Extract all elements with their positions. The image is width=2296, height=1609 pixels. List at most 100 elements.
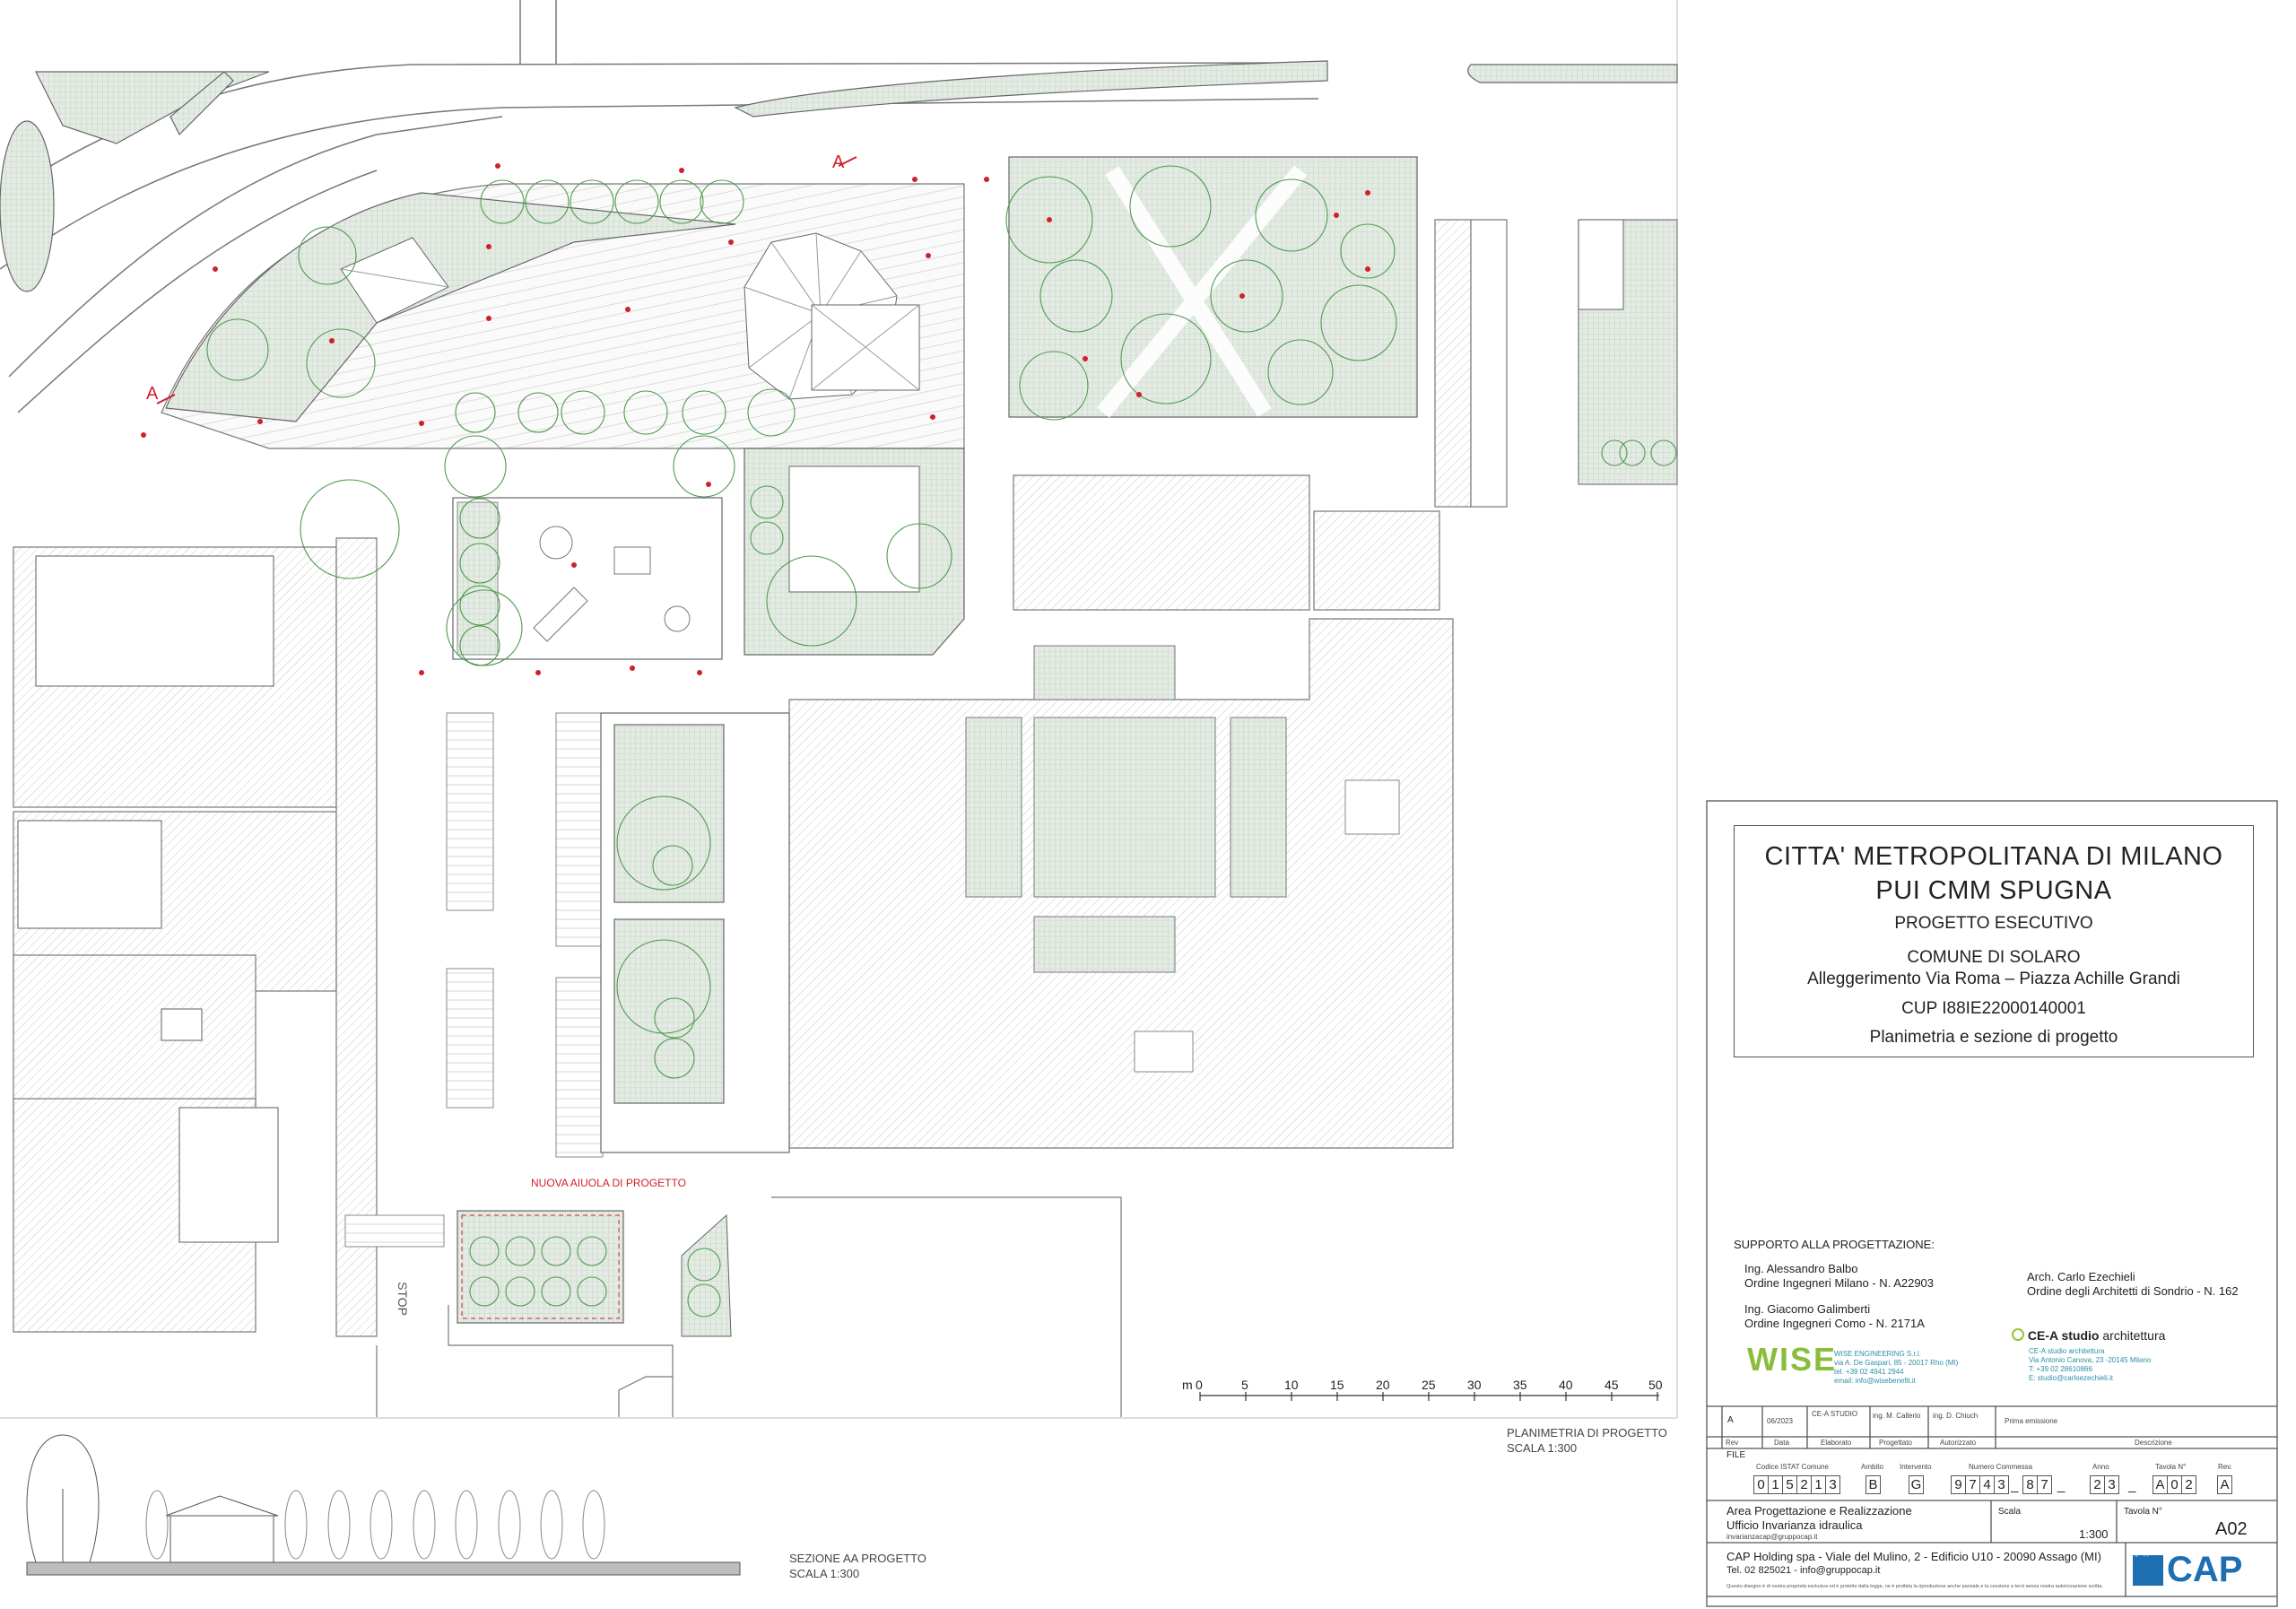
cea-phone: T: +39 02 28610866 (2029, 1365, 2092, 1373)
code-separator: _ (2011, 1478, 2019, 1493)
cea-logo-icon (2012, 1328, 2024, 1341)
office-unit: Ufficio Invarianza idraulica (1726, 1518, 1863, 1532)
cup-code: CUP I88IE22000140001 (1901, 999, 2086, 1018)
ambito-header: Ambito (1861, 1463, 1883, 1471)
code-digit: 0 (1753, 1475, 1769, 1494)
rev-code-header: Rev. (2218, 1463, 2232, 1471)
rev-value: A (1727, 1415, 1734, 1425)
ambito-code: B (1866, 1475, 1881, 1494)
anno-header: Anno (2092, 1463, 2109, 1471)
rev-autorizzato: ing. D. Chiuch (1933, 1412, 1979, 1420)
architect-name: Arch. Carlo Ezechieli (2027, 1270, 2135, 1283)
progettato-header: Progettato (1879, 1439, 1912, 1447)
garden-house (340, 237, 449, 324)
scale-unit: m (1182, 1378, 1193, 1392)
elaborato-header: Elaborato (1821, 1439, 1852, 1447)
trees (206, 165, 1677, 1318)
commessa-header: Numero Commessa (1969, 1463, 2033, 1471)
sheet-label: Tavola N° (2124, 1507, 2162, 1517)
new-flower-bed (457, 1210, 624, 1324)
istat-header: Codice ISTAT Comune (1756, 1463, 1829, 1471)
project-phase: PROGETTO ESECUTIVO (1894, 914, 2093, 933)
file-label: FILE (1726, 1450, 1746, 1460)
code-separator: _ (2128, 1478, 2136, 1493)
cea-email: E: studio@carloezechieli.it (2029, 1374, 2113, 1382)
code-digit: 2 (2181, 1475, 2196, 1494)
cea-logo: CE-A studio architettura (2012, 1328, 2165, 1343)
road-median (734, 60, 1328, 117)
code-digit: 3 (2104, 1475, 2119, 1494)
cap-logo-small: gruppo (2135, 1551, 2154, 1557)
section-aa (26, 1434, 741, 1576)
section-marker-left: A (146, 384, 159, 404)
cea-logo-rest: architettura (2102, 1328, 2166, 1343)
sheet-number: A02 (2215, 1519, 2248, 1539)
church-building (744, 232, 920, 400)
code-digit: 9 (1951, 1475, 1966, 1494)
section-marker-right: A (832, 152, 845, 172)
triangle-island (681, 1213, 732, 1337)
spot-elevations (141, 163, 1370, 675)
drawing-title: Planimetria e sezione di progetto (1869, 1028, 2118, 1047)
office-area: Area Progettazione e Realizzazione (1726, 1504, 1912, 1518)
wise-company: WISE ENGINEERING S.r.l. (1834, 1350, 1921, 1358)
scale-value: 1:300 (2079, 1527, 2109, 1541)
code-digit: 3 (1825, 1475, 1840, 1494)
rev-progettato: ing. M. Callerio (1873, 1412, 1921, 1420)
program-name: PUI CMM SPUGNA (1875, 876, 2112, 905)
code-digit: 5 (1782, 1475, 1797, 1494)
code-digit: 7 (1965, 1475, 1980, 1494)
scale-tick: 25 (1422, 1378, 1436, 1392)
intervento-code: G (1909, 1475, 1924, 1494)
section-line (156, 156, 857, 404)
rev-elaborato: CE-A STUDIO (1812, 1410, 1858, 1418)
code-separator: _ (2057, 1478, 2066, 1493)
engineer-2-name: Ing. Giacomo Galimberti (1744, 1302, 1871, 1316)
scale-tick: 5 (1241, 1378, 1248, 1392)
company-contact: Tel. 02 825021 - info@gruppocap.it (1726, 1565, 1881, 1576)
client-name: CITTA' METROPOLITANA DI MILANO (1764, 842, 2223, 871)
code-digit: 1 (1811, 1475, 1826, 1494)
cap-logo-text: CAP (2167, 1550, 2243, 1589)
project-subject: Alleggerimento Via Roma – Piazza Achille… (1807, 970, 2180, 988)
tavola-header: Tavola N° (2155, 1463, 2187, 1471)
garden-wedge (165, 192, 736, 422)
date-header: Data (1774, 1439, 1789, 1447)
code-digit: 0 (2167, 1475, 2182, 1494)
engineer-1-order: Ordine Ingegneri Milano - N. A22903 (1744, 1276, 1935, 1290)
scale-tick: 50 (1648, 1378, 1663, 1392)
office-email: invarianzacap@gruppocap.it (1726, 1533, 1818, 1541)
scale-tick: 40 (1559, 1378, 1573, 1392)
scale-tick: 20 (1376, 1378, 1390, 1392)
description-header: Descrizione (2135, 1439, 2172, 1447)
new-bed-label: NUOVA AIUOLA DI PROGETTO (531, 1177, 686, 1189)
code-digit: A (2152, 1475, 2168, 1494)
wise-logo: WISE (1747, 1341, 1838, 1378)
rev-code: A (2217, 1475, 2232, 1494)
engineer-2-order: Ordine Ingegneri Como - N. 2171A (1744, 1317, 1925, 1330)
traffic-island (0, 71, 270, 292)
support-heading: SUPPORTO ALLA PROGETTAZIONE: (1734, 1238, 1935, 1251)
buildings-left (13, 537, 378, 1337)
legal-disclaimer: Questo disegno è di nostra proprietà esc… (1726, 1584, 2103, 1589)
wise-address: via A. De Gaspari, 85 - 20017 Rho (MI) (1834, 1359, 1959, 1367)
school-block (600, 712, 790, 1153)
section-scale: SCALA 1:300 (789, 1567, 860, 1580)
engineer-1-name: Ing. Alessandro Balbo (1744, 1262, 1858, 1275)
scale-tick: 0 (1196, 1378, 1203, 1392)
section-label: SEZIONE AA PROGETTO (789, 1552, 926, 1565)
title-block-frame (1706, 800, 2278, 1607)
scale-tick: 15 (1330, 1378, 1344, 1392)
road-median-right (1467, 64, 1678, 83)
parking (344, 712, 604, 1248)
scale-tick: 10 (1284, 1378, 1299, 1392)
cap-logo: gruppo CAP (2133, 1550, 2260, 1589)
scale-tick: 45 (1605, 1378, 1619, 1392)
code-digit: 1 (1768, 1475, 1783, 1494)
cap-logo-icon (2133, 1555, 2163, 1586)
cea-address: Via Antonio Canova, 23 -20145 Milano (2029, 1356, 2152, 1364)
park-paths (1097, 165, 1307, 418)
rev-description: Prima emissione (2005, 1417, 2058, 1425)
rev-date: 06/2023 (1767, 1417, 1793, 1425)
